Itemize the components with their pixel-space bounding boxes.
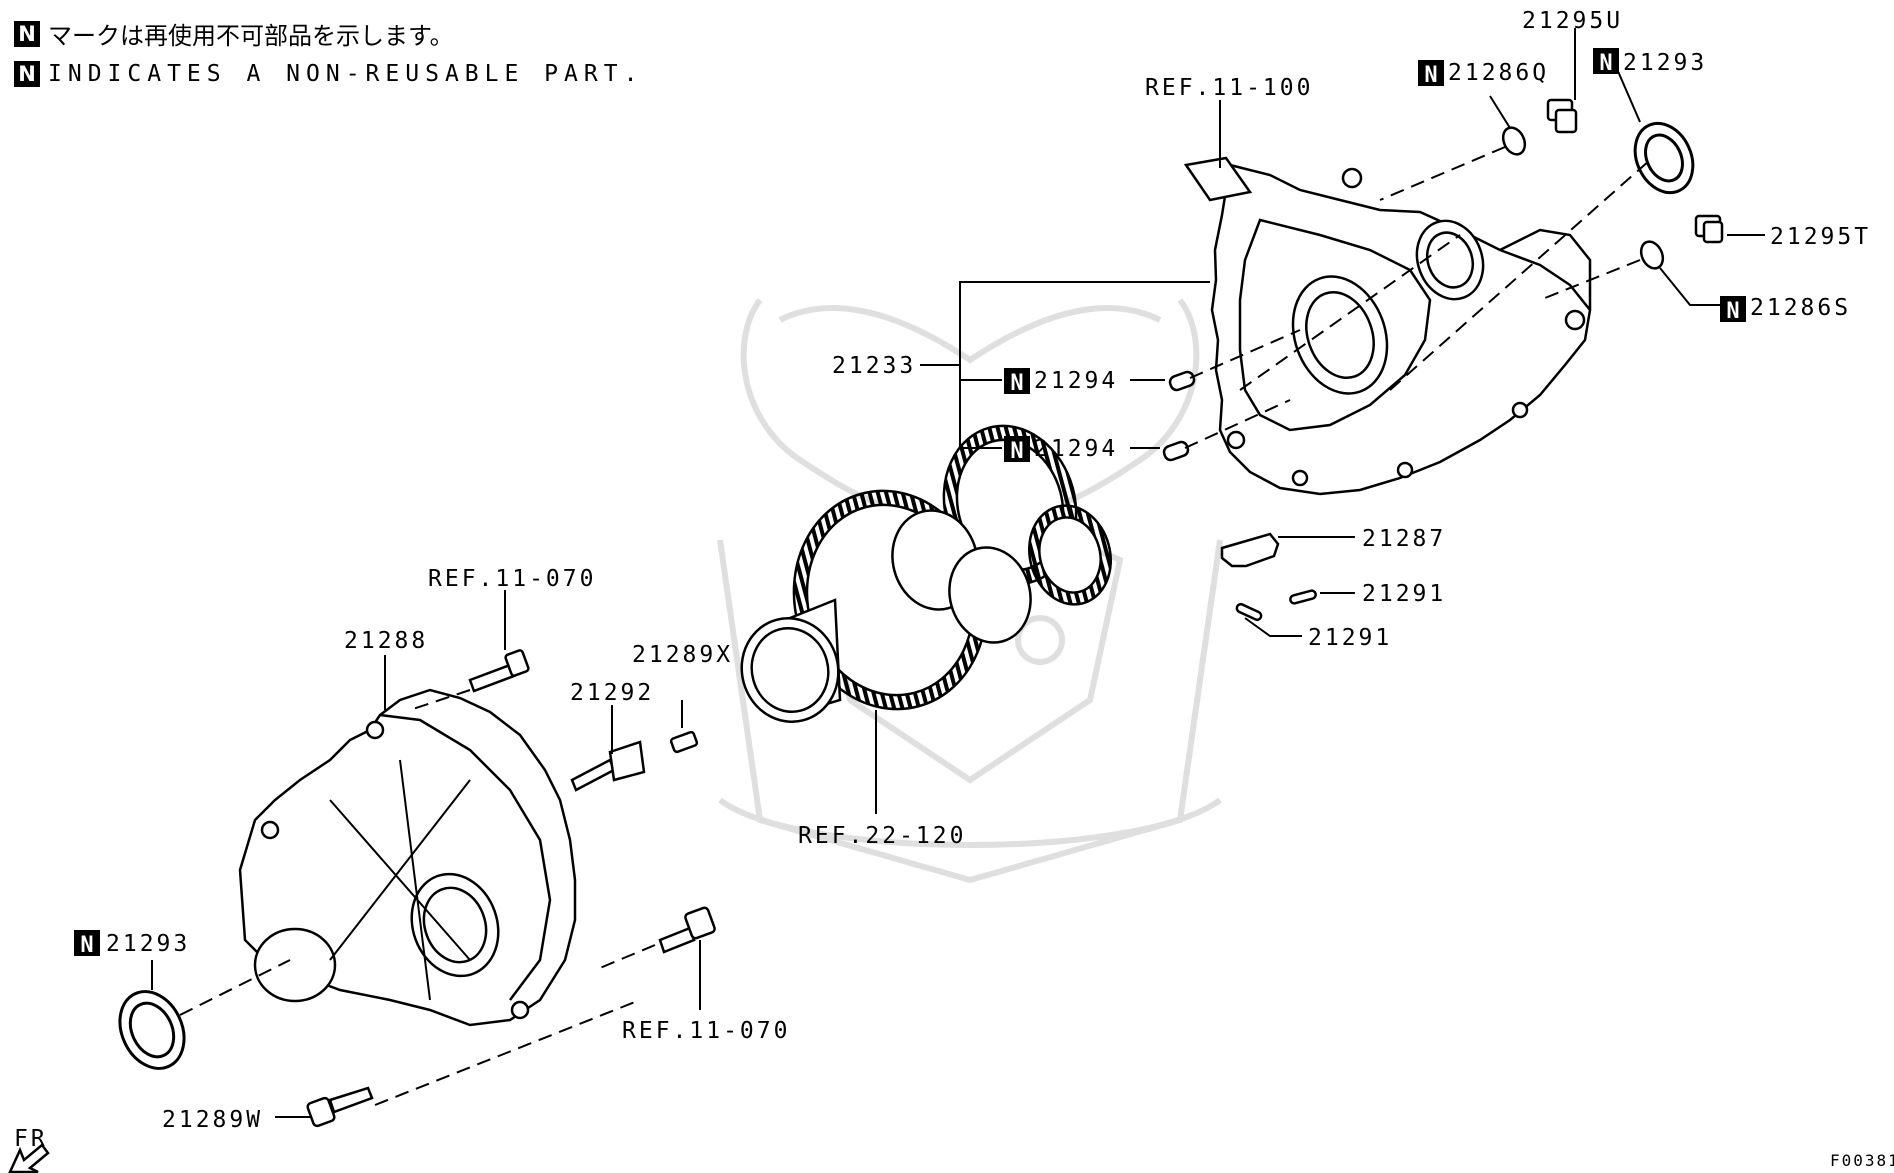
svg-text:N: N [80,933,93,958]
differential-gear-assembly [740,424,1112,723]
dashed-axis-lines [179,146,1651,1106]
note-japanese-text: マークは再使用不可部品を示します。 [48,22,454,50]
label-ref-11-070-a: REF.11-070 [428,566,596,592]
label-21289W: 21289W [162,1107,263,1133]
note-english-text: INDICATES A NON-REUSABLE PART. [48,61,644,87]
n-badge-icon [1593,48,1619,74]
label-21286S: 21286S [1750,295,1851,321]
label-21295U: 21295U [1522,8,1623,34]
pin-21291-a [1289,589,1317,605]
svg-text:N: N [1010,439,1023,464]
label-21291-a: 21291 [1362,581,1446,607]
plug-21295U [1546,98,1578,134]
label-21294-a: 21294 [1034,368,1118,394]
n-badge-icon: N [14,20,40,47]
label-21292: 21292 [570,680,654,706]
label-ref-22-120: REF.22-120 [798,823,966,849]
label-21294-b: 21294 [1034,436,1118,462]
label-21288: 21288 [344,628,428,654]
dowel-21294-b [1162,440,1190,462]
label-21291-b: 21291 [1308,625,1392,651]
front-housing-21288 [238,688,577,1027]
gasket-21286S [1639,240,1665,270]
n-badge-icon [1004,368,1030,394]
note-japanese: N マークは再使用不可部品を示します。 [14,16,454,51]
svg-text:N: N [1726,299,1739,324]
pin-21291-b [1235,602,1263,622]
n-badge-icon [1004,436,1030,462]
label-21289X: 21289X [632,642,733,668]
gasket-21286Q [1501,126,1527,156]
seal-21293-left [118,990,186,1070]
label-21293-top: 21293 [1623,50,1707,76]
n-badge-icon [74,930,100,956]
label-21293-left: 21293 [106,931,190,957]
figure-code: F00381 [1830,1151,1894,1170]
ref-11-100-part [1183,156,1253,202]
label-21295T: 21295T [1770,224,1871,250]
leader-lines [151,28,1765,1118]
front-arrow-icon [8,1143,50,1173]
svg-text:N: N [1424,63,1437,88]
n-badge-icon [1720,296,1746,322]
label-21286Q: 21286Q [1448,60,1549,86]
bolt-ref-11-070-b [658,906,716,954]
n-badge-icon: N [14,61,40,87]
label-ref-11-100: REF.11-100 [1145,75,1313,101]
note-english: N INDICATES A NON-REUSABLE PART. [14,61,643,87]
rear-housing-21233 [1210,163,1592,496]
bolt-21289W [306,1086,374,1128]
n-badges: N N N N N N [74,48,1746,958]
seal-21293-top [1633,121,1695,195]
bracket-21287 [1220,532,1280,568]
label-ref-11-070-b: REF.11-070 [622,1018,790,1044]
svg-text:N: N [1599,51,1612,76]
bracket-21292 [570,740,646,792]
svg-text:N: N [1010,371,1023,396]
plug-21295T [1694,214,1724,244]
label-21287: 21287 [1362,526,1446,552]
bolt-ref-11-070-a [468,649,530,693]
n-badge-icon [1418,60,1444,86]
bolt-21289X [669,730,699,754]
label-21233: 21233 [832,353,916,379]
